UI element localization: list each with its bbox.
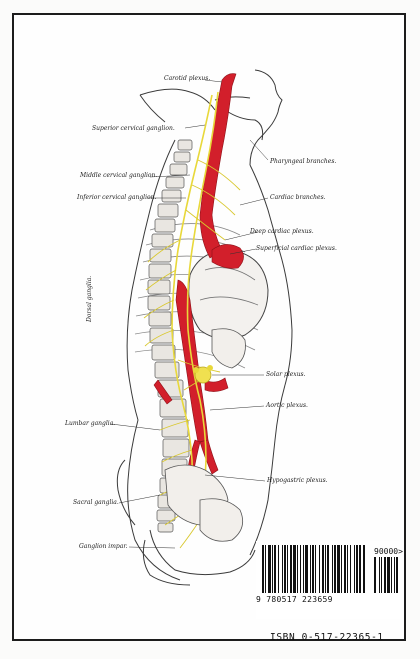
label-pharyngeal-branches: Pharyngeal branches. (270, 158, 337, 165)
label-superficial-cardiac-plexus: Superficial cardiac plexus. (256, 245, 337, 252)
label-superior-cervical-ganglion: Superior cervical ganglion. (92, 125, 175, 132)
barcode-addon: 90000> (374, 547, 403, 556)
barcode: 9 780517 223659 90000> (256, 541, 403, 619)
label-dorsal-ganglia: Dorsal ganglia. (86, 275, 93, 322)
label-deep-cardiac-plexus: Deep cardiac plexus. (250, 228, 314, 235)
label-hypogastric-plexus: Hypogastric plexus. (267, 477, 328, 484)
label-cardiac-branches: Cardiac branches. (270, 194, 326, 201)
label-ganglion-impar: Ganglion impar. (79, 543, 128, 550)
label-carotid-plexus: Carotid plexus. (164, 75, 211, 82)
barcode-bars (262, 545, 398, 593)
sympathetic-nerves (171, 91, 219, 521)
label-inferior-cervical-ganglion: Inferior cervical ganglion. (77, 194, 157, 201)
body-outline (116, 69, 293, 586)
label-lumbar-ganglia: Lumbar ganglia. (65, 420, 116, 427)
label-aortic-plexus: Aortic plexus. (266, 402, 308, 409)
label-solar-plexus: Solar plexus. (266, 371, 306, 378)
abdominal-organs (164, 328, 246, 542)
leader-lines (110, 79, 269, 549)
label-middle-cervical-ganglion: Middle cervical ganglion. (80, 172, 158, 179)
label-sacral-ganglia: Sacral ganglia. (73, 499, 119, 506)
solar-plexus-cluster (193, 365, 213, 384)
barcode-digits: 9 780517 223659 (256, 595, 333, 604)
isbn-number: ISBN 0-517-22365-1 (270, 632, 384, 643)
